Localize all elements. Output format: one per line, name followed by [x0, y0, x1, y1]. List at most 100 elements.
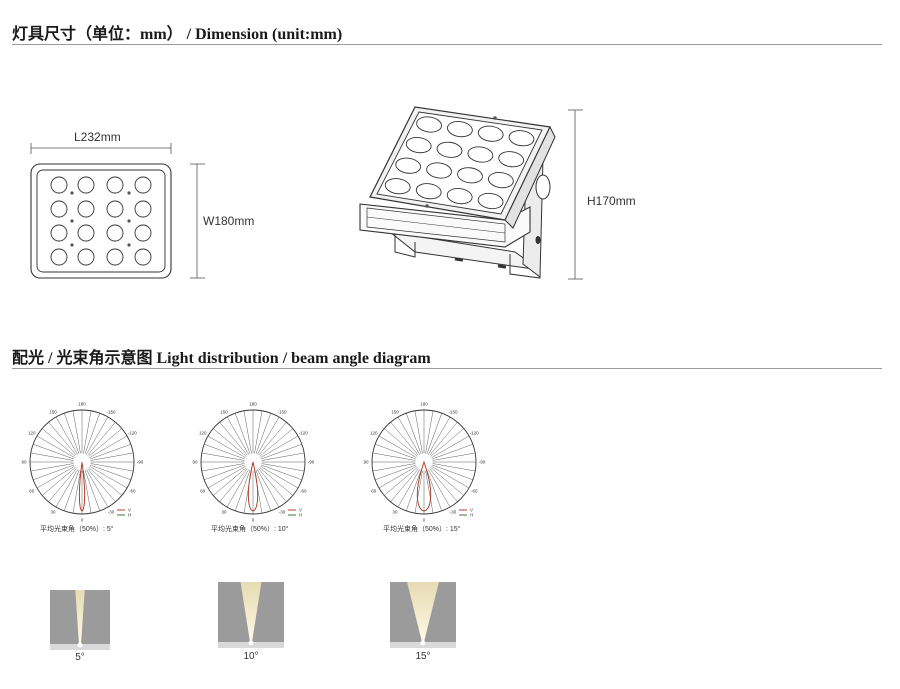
- light-source-icon: [77, 642, 83, 648]
- polar-spoke: [255, 470, 271, 511]
- legend-label: H: [470, 513, 473, 518]
- length-label: L232mm: [74, 130, 121, 144]
- polar-spoke: [432, 444, 473, 460]
- polar-spoke: [207, 466, 246, 489]
- polar-spoke: [259, 467, 293, 496]
- polar-spoke: [425, 470, 434, 514]
- polar-spoke: [72, 410, 81, 454]
- polar-caption-5deg: 平均光束角（50%）: 5°: [40, 526, 114, 533]
- polar-spoke: [64, 413, 80, 454]
- led-lens-icon: [106, 224, 124, 242]
- polar-tick-label: -90: [479, 460, 486, 465]
- polar-tick-label: 60: [200, 489, 206, 494]
- led-lens-icon: [106, 248, 124, 266]
- led-lens-icon: [416, 116, 442, 133]
- polar-spoke: [430, 467, 464, 496]
- polar-spoke: [429, 422, 458, 456]
- polar-spoke: [432, 464, 473, 480]
- polar-spoke: [260, 466, 299, 489]
- polar-tick-label: 30: [392, 510, 398, 515]
- led-lens-icon: [508, 130, 535, 147]
- front-view-drawing: [30, 143, 205, 279]
- led-lens-icon: [77, 200, 95, 218]
- beam-label-5deg: 5°: [75, 652, 85, 663]
- screw-icon: [70, 191, 74, 195]
- polar-spoke: [432, 463, 476, 472]
- polar-spoke: [86, 469, 109, 508]
- light-distribution-heading: 配光 / 光束角示意图 Light distribution / beam an…: [12, 350, 431, 367]
- led-lens-icon: [106, 176, 124, 194]
- polar-spoke: [397, 416, 420, 455]
- polar-spoke: [89, 435, 128, 458]
- screw-icon: [70, 219, 74, 223]
- polar-spoke: [414, 470, 423, 514]
- polar-spoke: [426, 413, 442, 454]
- polar-tick-label: 90: [21, 460, 27, 465]
- led-lens-icon: [467, 146, 494, 163]
- polar-tick-label: -120: [470, 431, 480, 436]
- polar-spoke: [36, 435, 75, 458]
- polar-spoke: [430, 428, 464, 457]
- polar-spoke: [87, 468, 116, 502]
- polar-spoke: [48, 422, 77, 456]
- polar-spoke: [384, 428, 418, 457]
- polar-spoke: [390, 422, 419, 456]
- polar-tick-label: 180: [78, 402, 86, 407]
- led-lens-icon: [134, 224, 152, 242]
- legend-label: H: [128, 513, 131, 518]
- polar-spoke: [261, 444, 302, 460]
- polar-tick-label: 180: [249, 402, 257, 407]
- polar-tick-label: -150: [106, 409, 116, 414]
- led-lens-icon: [426, 162, 452, 179]
- polar-tick-label: -30: [108, 510, 115, 515]
- led-lens-icon: [50, 224, 68, 242]
- beam-label-15deg: 15°: [415, 651, 431, 662]
- led-lens-icon: [50, 176, 68, 194]
- polar-tick-label: 150: [49, 409, 57, 414]
- led-lens-icon: [77, 248, 95, 266]
- polar-spoke: [425, 410, 434, 454]
- led-lens-icon: [498, 151, 525, 168]
- led-lens-icon: [134, 176, 152, 194]
- led-lens-icon: [457, 167, 483, 184]
- polar-tick-label: -60: [300, 489, 307, 494]
- led-lens-icon: [77, 176, 95, 194]
- polar-spoke: [226, 416, 249, 455]
- polar-spoke: [431, 466, 470, 489]
- light-distribution-heading-rule: [12, 368, 882, 369]
- polar-spoke: [207, 435, 246, 458]
- perspective-view-drawing: [359, 106, 583, 280]
- polar-tick-label: 90: [192, 460, 198, 465]
- polar-tick-label: -150: [277, 409, 287, 414]
- polar-spoke: [390, 468, 419, 502]
- width-label: W180mm: [203, 214, 255, 228]
- led-lens-icon: [77, 224, 95, 242]
- polar-spoke: [48, 468, 77, 502]
- polar-spoke: [88, 467, 122, 496]
- polar-tick-label: 180: [420, 402, 428, 407]
- led-lens-icon: [134, 200, 152, 218]
- polar-spoke: [431, 435, 470, 458]
- polar-spoke: [428, 469, 451, 508]
- light-source-icon: [248, 640, 254, 646]
- polar-spoke: [89, 466, 128, 489]
- polar-tick-label: 60: [371, 489, 377, 494]
- polar-spoke: [257, 416, 280, 455]
- polar-spoke: [384, 467, 418, 496]
- beam-lobe: [247, 461, 259, 512]
- polar-spoke: [42, 467, 76, 496]
- light-beam: [240, 582, 262, 642]
- polar-tick-label: -30: [450, 510, 457, 515]
- polar-spoke: [88, 428, 122, 457]
- polar-spoke: [90, 464, 131, 480]
- light-beam: [75, 590, 85, 644]
- polar-spoke: [261, 463, 305, 472]
- polar-spoke: [378, 466, 417, 489]
- polar-spoke: [259, 428, 293, 457]
- polar-spoke: [55, 416, 78, 455]
- polar-spoke: [33, 464, 74, 480]
- polar-spoke: [432, 452, 476, 461]
- led-lens-icon: [446, 188, 473, 205]
